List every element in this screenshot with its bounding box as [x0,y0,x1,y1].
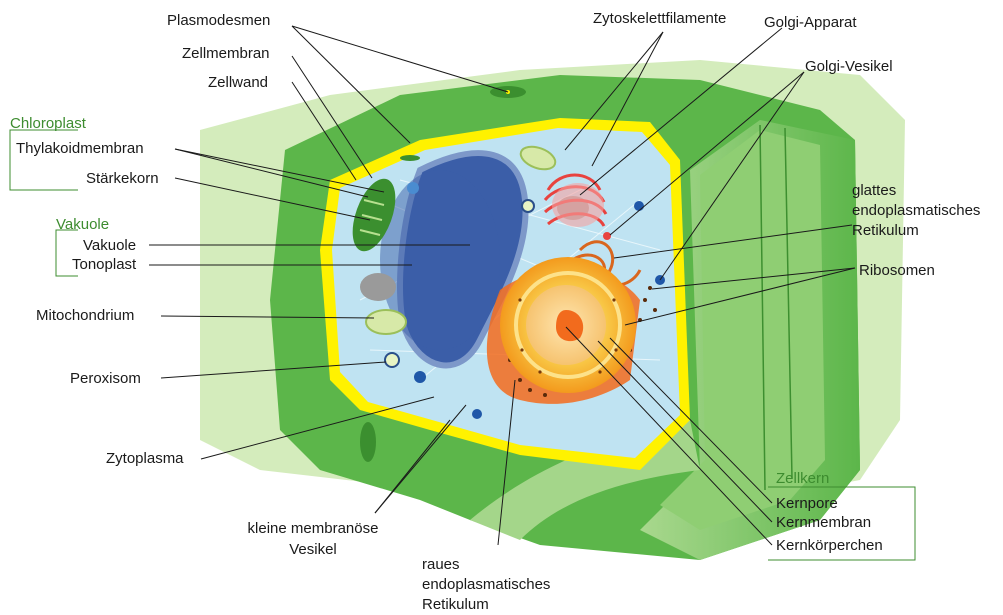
label-tonoplast: Tonoplast [72,256,136,273]
label-zellkern-group: Zellkern [776,470,829,487]
golgi-vesicle [603,232,611,240]
vesicle [414,371,426,383]
label-glattes-er-line1: glattes [852,182,980,199]
label-kernmembran: Kernmembran [776,514,871,531]
label-glattes-er-line2: endoplasmatisches [852,202,980,219]
label-kernpore: Kernpore [776,495,838,512]
label-kleine-vesikel: kleine membranöse Vesikel [238,520,388,558]
label-zellwand: Zellwand [208,74,268,91]
label-kernkoerperchen: Kernkörperchen [776,537,883,554]
label-glattes-er-line3: Retikulum [852,222,980,239]
starch-granule [360,273,396,301]
label-glattes-er: glattes endoplasmatisches Retikulum [852,182,980,239]
label-peroxisom: Peroxisom [70,370,141,387]
label-vakuole-group: Vakuole [56,216,109,233]
label-zellmembran: Zellmembran [182,45,270,62]
label-chloroplast-group: Chloroplast [10,115,86,132]
label-ribosomen: Ribosomen [859,262,935,279]
label-mitochondrium: Mitochondrium [36,307,134,324]
peroxisome [385,353,399,367]
label-golgi-vesikel: Golgi-Vesikel [805,58,893,75]
vesicle [407,182,419,194]
label-kleine-vesikel-line2: Vesikel [238,541,388,558]
label-vakuole: Vakuole [83,237,136,254]
mitochondrion [366,310,406,334]
label-raues-er-line3: Retikulum [422,596,550,613]
vesicle [472,409,482,419]
plasmodesma-membrane [400,155,420,161]
label-zytoskelett: Zytoskelettfilamente [593,10,726,27]
label-zytoplasma: Zytoplasma [106,450,184,467]
wall-chloroplast [360,422,376,462]
chloroplast-bracket [10,130,78,190]
label-raues-er-line1: raues [422,556,550,573]
label-plasmodesmen: Plasmodesmen [167,12,270,29]
label-raues-er-line2: endoplasmatisches [422,576,550,593]
vesicle [634,201,644,211]
label-golgi-apparat: Golgi-Apparat [764,14,857,31]
golgi-body [552,183,604,227]
label-kleine-vesikel-line1: kleine membranöse [238,520,388,537]
label-staerkekorn: Stärkekorn [86,170,159,187]
label-raues-er: raues endoplasmatisches Retikulum [422,556,550,613]
vesicle [522,200,534,212]
label-thylakoidmembran: Thylakoidmembran [16,140,144,157]
